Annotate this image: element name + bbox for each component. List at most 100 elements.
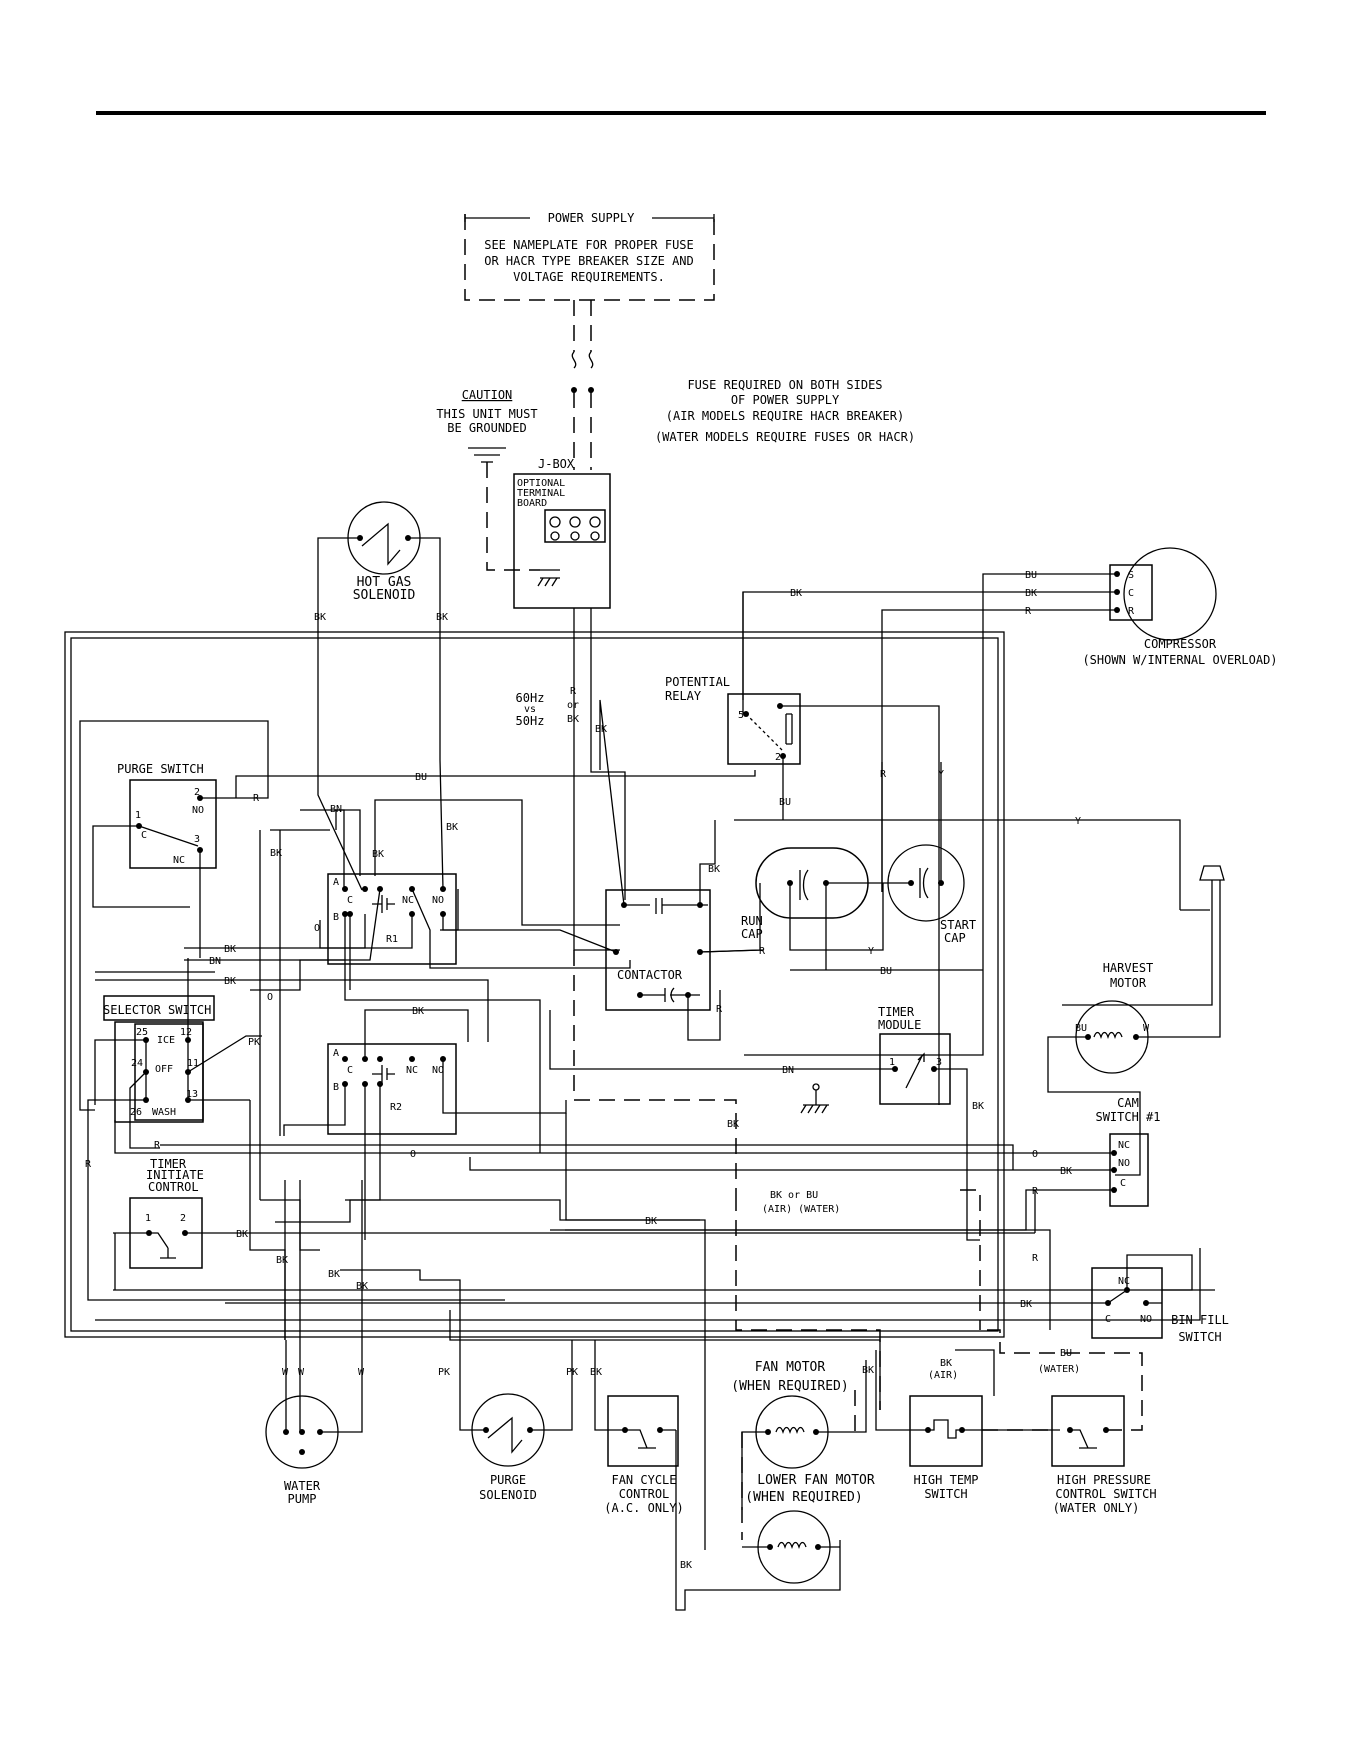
hot-gas-solenoid: HOT GAS SOLENOID BK BK — [314, 501, 448, 623]
power-supply-block: POWER SUPPLY SEE NAMEPLATE FOR PROPER FU… — [464, 211, 715, 301]
purge-switch: PURGE SWITCH 2 NO 1 C 3 NC R BU — [79, 720, 756, 1111]
run-cap-label-2: CAP — [741, 927, 763, 941]
caution-line-2: BE GROUNDED — [447, 421, 526, 435]
wire-label-bk: BK — [790, 588, 802, 599]
wire-label-bk: BK — [356, 1281, 368, 1292]
bin-pin-c: C — [1105, 1314, 1111, 1325]
pin-13: 13 — [186, 1089, 198, 1100]
wire-label-bk-air-1: BK — [940, 1358, 952, 1369]
potential-relay-label-2: RELAY — [665, 689, 702, 703]
potential-relay-label-1: POTENTIAL — [665, 675, 730, 689]
wire-label-o: O — [267, 992, 273, 1003]
wire-label-r: R — [85, 1159, 92, 1170]
caution-note: CAUTION THIS UNIT MUST BE GROUNDED — [436, 388, 540, 571]
r2-label: R2 — [390, 1102, 402, 1113]
jbox-title: J-BOX — [538, 457, 575, 471]
high-pressure-label-2: CONTROL SWITCH — [1055, 1487, 1156, 1501]
freq-50hz: 50Hz — [516, 714, 545, 728]
wire-label-r: R — [759, 946, 766, 957]
contactor: CONTACTOR — [605, 889, 711, 1011]
r2-pin-c: C — [347, 1065, 353, 1076]
bin-pin-nc: NC — [1118, 1276, 1130, 1287]
selector-ice: ICE — [157, 1035, 175, 1046]
fuse-note-line-2: OF POWER SUPPLY — [731, 393, 840, 407]
high-temp-label-2: SWITCH — [924, 1487, 967, 1501]
pin-11: 11 — [187, 1058, 199, 1069]
wire-label-w: W — [358, 1367, 365, 1378]
timer-module: TIMER MODULE 1 3 BN BK — [549, 1005, 984, 1241]
power-supply-line-3: VOLTAGE REQUIREMENTS. — [513, 270, 665, 284]
selector-switch: SELECTOR SWITCH 25 12 ICE 24 OFF 11 13 2… — [103, 995, 215, 1123]
timer-initiate-label-1: TIMER — [150, 1157, 187, 1171]
wire-label-bk: BK — [862, 1365, 874, 1376]
lower-fan-motor: LOWER FAN MOTOR (WHEN REQUIRED) — [742, 1473, 875, 1584]
purge-pin-1: 1 — [135, 810, 141, 821]
wire-label-bk: BK — [680, 1560, 692, 1571]
wire-label-bk: BK — [372, 849, 384, 860]
wire-label-pk: PK — [566, 1367, 578, 1378]
timer-module-label-2: MODULE — [878, 1018, 921, 1032]
wire-label-y: Y — [1075, 816, 1081, 827]
pin-2: 2 — [775, 752, 781, 763]
relay-r1: A C B NC NO R1 — [327, 873, 457, 965]
purge-pin-2: 2 — [194, 787, 200, 798]
wire-label-bk: BK — [1025, 588, 1037, 599]
cam-pin-nc: NC — [1118, 1140, 1130, 1151]
r1-pin-c: C — [347, 895, 353, 906]
wire-label-bk-air-2: (AIR) — [928, 1370, 958, 1381]
bin-fill-label-1: BIN FILL — [1171, 1313, 1229, 1327]
water-pump-label-2: PUMP — [288, 1492, 317, 1506]
wire-label-bk: BK — [270, 848, 282, 859]
cam-switch-label-2: SWITCH #1 — [1095, 1110, 1160, 1124]
harvest-motor-label-1: HARVEST — [1103, 961, 1154, 975]
hot-gas-solenoid-label-1: HOT GAS — [357, 575, 412, 590]
wire-label-bk: BK — [727, 1119, 739, 1130]
pin-24: 24 — [131, 1058, 143, 1069]
bin-pin-no: NO — [1140, 1314, 1152, 1325]
wire-label-bu: BU — [1075, 1023, 1087, 1034]
wire-label-y: Y — [868, 946, 874, 957]
wire-label-r: R — [154, 1140, 161, 1151]
r1-pin-nc: NC — [402, 895, 414, 906]
wire-label-bk: BK — [1060, 1166, 1072, 1177]
pin-25: 25 — [136, 1027, 148, 1038]
bin-fill-switch: NC C NO BIN FILL SWITCH — [1080, 1254, 1229, 1344]
start-cap-label-1: START — [940, 918, 976, 932]
frequency-label: 60Hz vs 50Hz R or BK BK — [516, 686, 608, 735]
timer-pin-1: 1 — [889, 1057, 895, 1068]
wire-label-bk: BK — [590, 1367, 602, 1378]
wire-label-w: W — [1143, 1023, 1150, 1034]
power-supply-title: POWER SUPPLY — [548, 211, 635, 225]
wire-label-bk: BK — [446, 822, 458, 833]
supply-leads — [571, 300, 594, 470]
harvest-motor: HARVEST MOTOR BU W — [1047, 880, 1221, 1176]
water-pump-label-1: WATER — [284, 1479, 321, 1493]
fan-cycle-control: BK FAN CYCLE CONTROL (A.C. ONLY) — [590, 1340, 684, 1515]
wire-label-bk: BK — [436, 612, 448, 623]
wire-label-pk: PK — [248, 1037, 260, 1048]
tic-pin-2: 2 — [180, 1213, 186, 1224]
compressor-terminal-c: C — [1128, 588, 1134, 599]
jbox-line-1: OPTIONAL — [517, 478, 565, 489]
selector-wash: WASH — [152, 1107, 176, 1118]
start-cap-label-2: CAP — [944, 931, 966, 945]
wire-label-r: R — [1032, 1253, 1039, 1264]
wire-label-bk: BK — [972, 1101, 984, 1112]
r2-pin-no: NO — [432, 1065, 444, 1076]
fuse-note: FUSE REQUIRED ON BOTH SIDES OF POWER SUP… — [655, 378, 915, 444]
purge-pin-3: 3 — [194, 834, 200, 845]
pin-12: 12 — [180, 1027, 192, 1038]
wire-label-bu-water-2: (WATER) — [1038, 1364, 1080, 1375]
wire-label-r-or-bk-3: BK — [567, 714, 579, 725]
r1-label: R1 — [386, 934, 398, 945]
fan-motor-label-1: FAN MOTOR — [755, 1360, 826, 1375]
wire-label-bk: BK — [708, 864, 720, 875]
wire-label-bk: BK — [236, 1229, 248, 1240]
high-pressure-label-1: HIGH PRESSURE — [1057, 1473, 1151, 1487]
harvest-motor-label-2: MOTOR — [1110, 976, 1147, 990]
purge-pin-no: NO — [192, 805, 204, 816]
timer-module-label-1: TIMER — [878, 1005, 915, 1019]
wire-label-r: R — [880, 769, 887, 780]
purge-solenoid-label-2: SOLENOID — [479, 1488, 537, 1502]
jbox: J-BOX OPTIONAL TERMINAL BOARD — [513, 457, 611, 609]
